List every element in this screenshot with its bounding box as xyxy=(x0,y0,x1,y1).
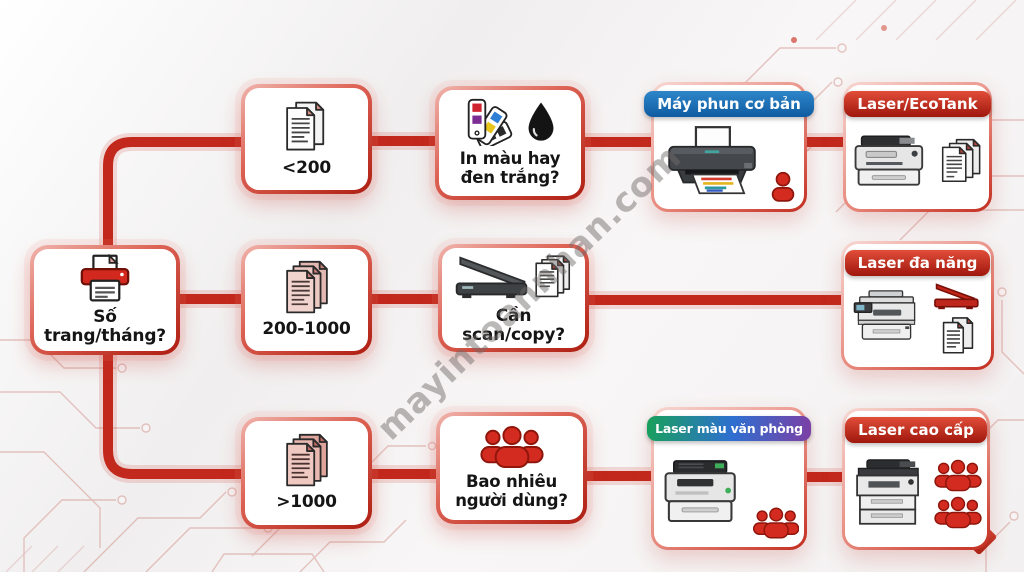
node-question-scan: Cần scan/copy? xyxy=(438,244,589,352)
node-body: <200 xyxy=(245,88,368,190)
laser-printer-icon xyxy=(854,135,924,186)
card-result-premium-laser: Laser cao cấp xyxy=(842,408,990,550)
node-body: 200-1000 xyxy=(245,249,368,351)
documents-icon xyxy=(942,317,974,354)
volume-label: 200-1000 xyxy=(262,319,351,340)
question-line1: Bao nhiêu xyxy=(465,472,558,492)
question-label: Bao nhiêu người dùng? xyxy=(455,472,568,511)
card-result-laser-mfp: Laser đa năng xyxy=(841,241,994,370)
card-result-ecotank: Laser/EcoTank xyxy=(843,82,992,212)
color-swatches-icon xyxy=(467,98,513,147)
card-body: Laser màu văn phòng xyxy=(647,410,811,547)
node-volume-gt1000: >1000 xyxy=(241,417,372,529)
question-label: Cần scan/copy? xyxy=(462,305,565,345)
inkjet-printer-icon xyxy=(668,126,756,195)
documents-icon xyxy=(285,434,328,487)
card-art-side xyxy=(930,282,986,360)
card-body: Laser/EcoTank xyxy=(844,85,991,209)
documents-icon xyxy=(534,255,570,298)
card-art xyxy=(851,121,984,203)
node-body: >1000 xyxy=(245,421,368,525)
user-group-icon xyxy=(479,425,544,469)
result-badge: Máy phun cơ bản xyxy=(644,91,814,117)
node-body: Số trang/tháng? xyxy=(34,249,176,351)
question-line2: người dùng? xyxy=(455,491,568,510)
user-group-icon xyxy=(934,459,982,492)
result-badge: Laser đa năng xyxy=(844,250,991,276)
printer-icon xyxy=(80,254,130,302)
scanner-icon xyxy=(455,256,527,299)
node-body: In màu hay đen trắng? xyxy=(439,90,581,196)
card-result-inkjet: Máy phun cơ bản xyxy=(644,82,814,212)
single-user-icon xyxy=(771,171,795,202)
node-body: Bao nhiêu người dùng? xyxy=(440,416,583,520)
user-group-icon xyxy=(752,507,799,539)
question-label: In màu hay đen trắng? xyxy=(459,149,561,188)
volume-label: >1000 xyxy=(276,492,337,513)
documents-icon xyxy=(285,261,328,314)
question-line2: đen trắng? xyxy=(460,168,560,187)
node-volume-lt200: <200 xyxy=(241,84,372,194)
documents-icon xyxy=(285,102,324,151)
root-label: Số trang/tháng? xyxy=(44,306,166,346)
card-art-side xyxy=(934,459,982,529)
node-body: Cần scan/copy? xyxy=(442,248,585,348)
node-pages-per-month: Số trang/tháng? xyxy=(30,245,180,355)
card-body: Laser đa năng xyxy=(844,244,991,367)
result-badge: Laser màu văn phòng xyxy=(647,416,811,441)
premium-mfp-printer-icon xyxy=(856,459,919,525)
color-laser-printer-icon xyxy=(664,460,736,523)
card-body: Laser cao cấp xyxy=(845,411,987,547)
card-art xyxy=(850,447,982,541)
node-question-color: In màu hay đen trắng? xyxy=(435,86,585,200)
node-question-users: Bao nhiêu người dùng? xyxy=(436,412,587,524)
card-art xyxy=(659,445,799,541)
user-group-icon xyxy=(934,496,982,529)
question-icons xyxy=(453,251,575,303)
result-badge: Laser cao cấp xyxy=(845,417,987,443)
question-icons xyxy=(463,98,557,147)
documents-icon xyxy=(941,138,981,183)
mfp-printer-icon xyxy=(853,290,916,340)
question-line1: In màu hay xyxy=(459,149,561,169)
ink-drop-icon xyxy=(528,102,554,141)
card-art xyxy=(659,121,799,203)
card-art xyxy=(849,280,986,362)
result-badge: Laser/EcoTank xyxy=(844,91,991,117)
card-body: Máy phun cơ bản xyxy=(644,85,814,209)
volume-label: <200 xyxy=(282,158,331,179)
red-scanner-icon xyxy=(934,283,979,310)
node-volume-200-1000: 200-1000 xyxy=(241,245,372,355)
card-result-office-color-laser: Laser màu văn phòng xyxy=(647,407,811,550)
